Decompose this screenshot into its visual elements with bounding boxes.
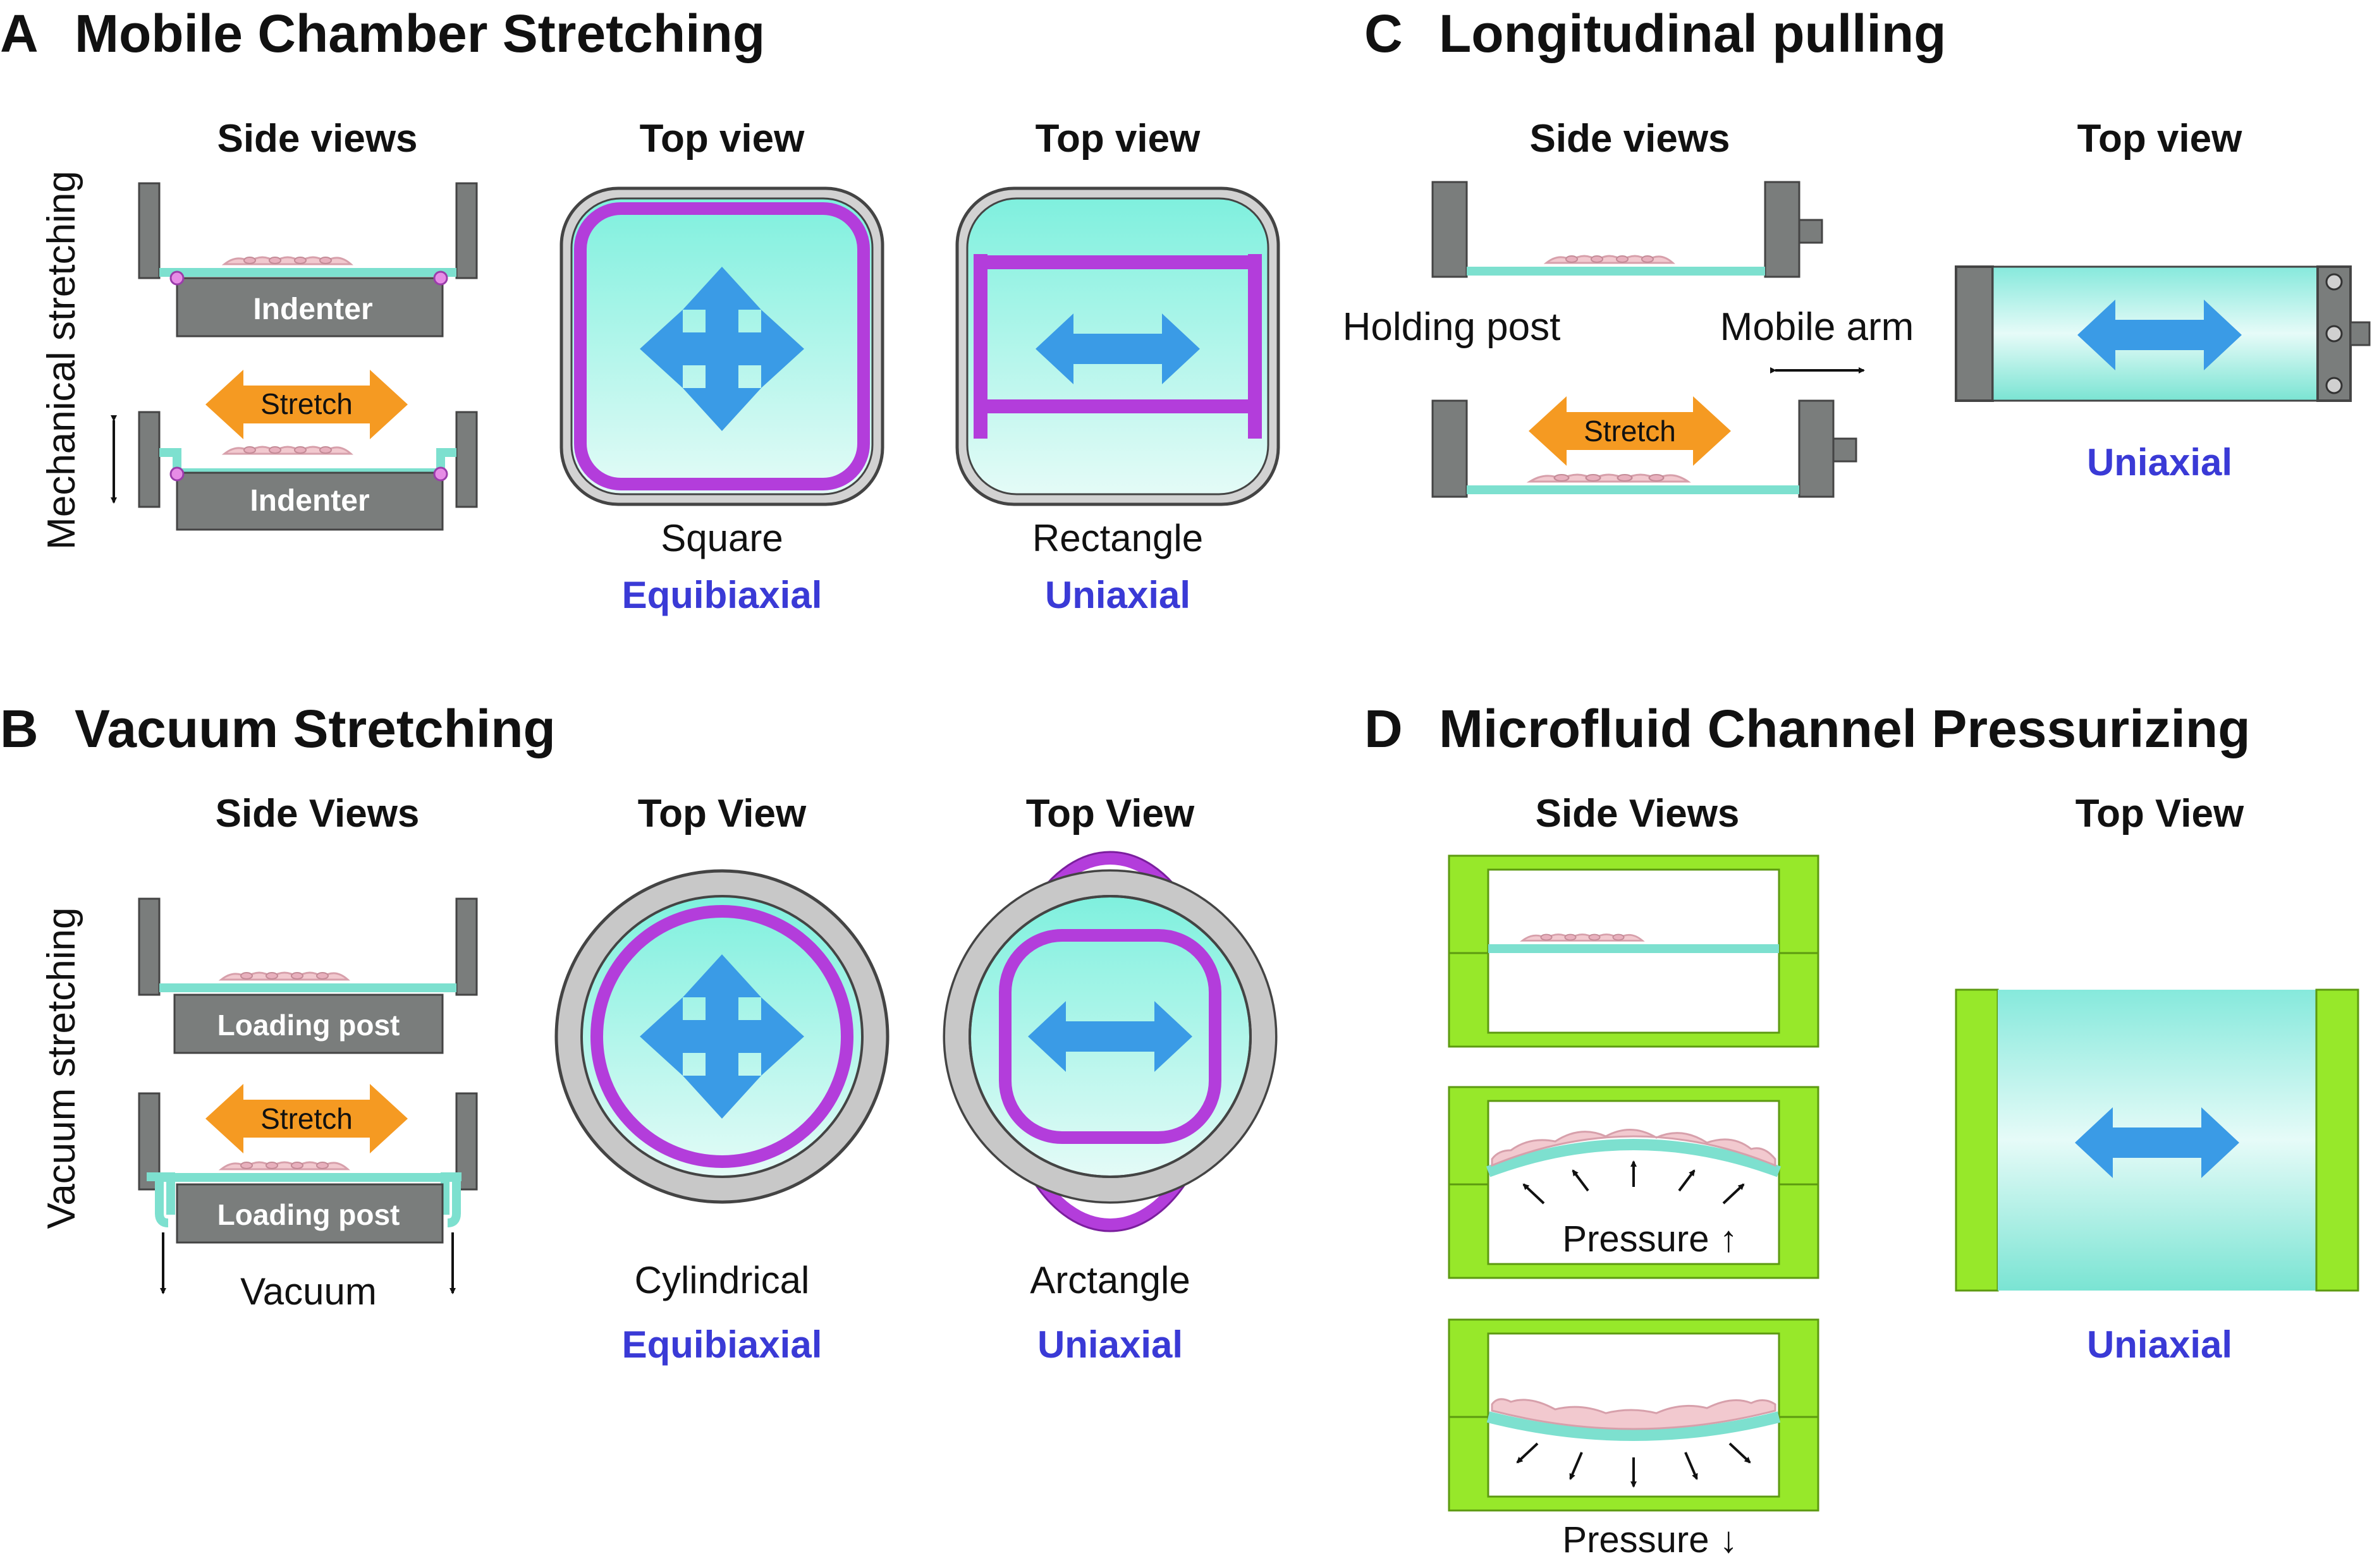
panel-c-top-heading: Top view (2077, 117, 2242, 161)
panel-a-top-heading-2: Top view (1036, 117, 1201, 161)
panel-b-side-heading: Side Views (216, 792, 420, 836)
arctangle-top-view (943, 851, 1278, 1232)
arctangle-shape-label: Arctangle (1030, 1259, 1190, 1301)
holding-post-label: Holding post (1343, 305, 1561, 349)
panel-a: A Mobile Chamber Stretching Side views T… (0, 4, 1280, 616)
stretch-label-a: Stretch (260, 387, 353, 420)
stretch-label-b: Stretch (260, 1102, 353, 1135)
panel-a-title: Mobile Chamber Stretching (75, 4, 765, 63)
square-top-view (559, 186, 884, 506)
pressure-down-label: Pressure ↓ (1562, 1519, 1737, 1560)
panel-c-side-heading: Side views (1529, 117, 1730, 161)
panel-d-title: Microfluid Channel Pressurizing (1439, 699, 2251, 758)
stretch-label-c: Stretch (1584, 415, 1676, 447)
vacuum-side-view-stretched: Stretch Loading post Vacuum (138, 1084, 478, 1313)
panel-d-side-heading: Side Views (1536, 792, 1740, 836)
rectangle-mode-label: Uniaxial (1045, 574, 1190, 616)
pulling-top-view (1955, 265, 2371, 402)
vacuum-label: Vacuum (240, 1270, 377, 1313)
mechanical-side-view-stretched: Stretch Indenter (111, 370, 478, 531)
panel-c-title: Longitudinal pulling (1439, 4, 1946, 63)
pulling-side-view-relaxed (1431, 181, 1823, 278)
channel-top-view (1955, 988, 2359, 1292)
cylindrical-top-view (554, 869, 890, 1204)
loading-post-label-1: Loading post (217, 1009, 400, 1042)
panel-d: D Microfluid Channel Pressurizing Side V… (1364, 699, 2359, 1560)
panel-b: B Vacuum Stretching Side Views Top View … (0, 699, 1278, 1366)
panel-a-letter: A (0, 4, 39, 63)
rectangle-top-view (955, 186, 1280, 506)
vacuum-side-view-relaxed: Loading post (138, 897, 478, 1054)
panel-d-top-heading: Top View (2076, 792, 2244, 836)
panel-a-top-heading-1: Top view (640, 117, 805, 161)
pressure-arrow-icon (1522, 1160, 1745, 1205)
pressure-up-label: Pressure ↑ (1562, 1219, 1737, 1260)
panel-b-top-heading-2: Top View (1026, 792, 1195, 836)
mechanical-side-view-relaxed: Indenter (138, 182, 478, 337)
square-mode-label: Equibiaxial (622, 574, 822, 616)
panel-c: C Longitudinal pulling Side views Top vi… (1343, 4, 2371, 498)
channel-side-view-pressure-down (1448, 1318, 1819, 1512)
channel-mode-label: Uniaxial (2087, 1323, 2232, 1366)
panel-a-side-heading: Side views (217, 117, 417, 161)
arctangle-mode-label: Uniaxial (1037, 1323, 1183, 1366)
channel-side-view-pressure-up: Pressure ↑ (1448, 1086, 1819, 1279)
pressure-arrow-icon (1516, 1442, 1751, 1488)
loading-post-label-2: Loading post (217, 1198, 400, 1231)
panel-b-vertical-label: Vacuum stretching (40, 908, 83, 1229)
panel-b-title: Vacuum Stretching (75, 699, 556, 758)
cylindrical-mode-label: Equibiaxial (622, 1323, 822, 1366)
pulling-side-view-stretched: Stretch (1431, 396, 1857, 498)
square-shape-label: Square (661, 517, 783, 559)
panel-c-letter: C (1364, 4, 1403, 63)
indenter-label-1: Indenter (253, 293, 372, 326)
panel-b-top-heading-1: Top View (638, 792, 807, 836)
panel-d-letter: D (1364, 699, 1403, 758)
panel-b-letter: B (0, 699, 39, 758)
rectangle-shape-label: Rectangle (1032, 517, 1203, 559)
mobile-arm-label: Mobile arm (1720, 305, 1914, 349)
cylindrical-shape-label: Cylindrical (635, 1259, 810, 1301)
channel-side-view-flat (1448, 854, 1819, 1048)
panel-a-vertical-label: Mechanical stretching (40, 171, 83, 550)
pulling-mode-label: Uniaxial (2087, 441, 2232, 483)
indenter-label-2: Indenter (250, 484, 369, 518)
